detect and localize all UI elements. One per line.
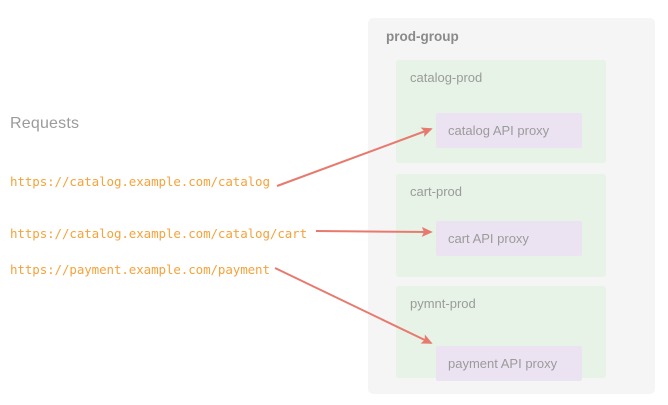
proxy-label-cart-api-proxy: cart API proxy [448,231,529,246]
proxy-box-payment-api-proxy: payment API proxy [436,346,582,381]
env-box-pymnt-prod: pymnt-prod payment API proxy [396,286,606,381]
env-label-pymnt-prod: pymnt-prod [410,296,476,311]
prod-group-panel: prod-group catalog-prod catalog API prox… [368,18,655,394]
prod-group-title: prod-group [386,29,459,44]
env-box-cart-prod: cart-prod cart API proxy [396,174,606,277]
proxy-box-catalog-api-proxy: catalog API proxy [436,113,582,148]
env-box-catalog-prod: catalog-prod catalog API proxy [396,60,606,163]
requests-section: Requests https://catalog.example.com/cat… [10,115,308,277]
env-label-catalog-prod: catalog-prod [410,70,483,85]
request-url-catalog: https://catalog.example.com/catalog [10,174,270,189]
request-url-payment: https://payment.example.com/payment [10,262,270,277]
proxy-label-catalog-api-proxy: catalog API proxy [448,123,550,138]
proxy-box-cart-api-proxy: cart API proxy [436,221,582,256]
request-url-catalog-cart: https://catalog.example.com/catalog/cart [10,226,308,241]
proxy-label-payment-api-proxy: payment API proxy [448,356,558,371]
env-label-cart-prod: cart-prod [410,184,463,199]
requests-heading: Requests [10,115,80,132]
